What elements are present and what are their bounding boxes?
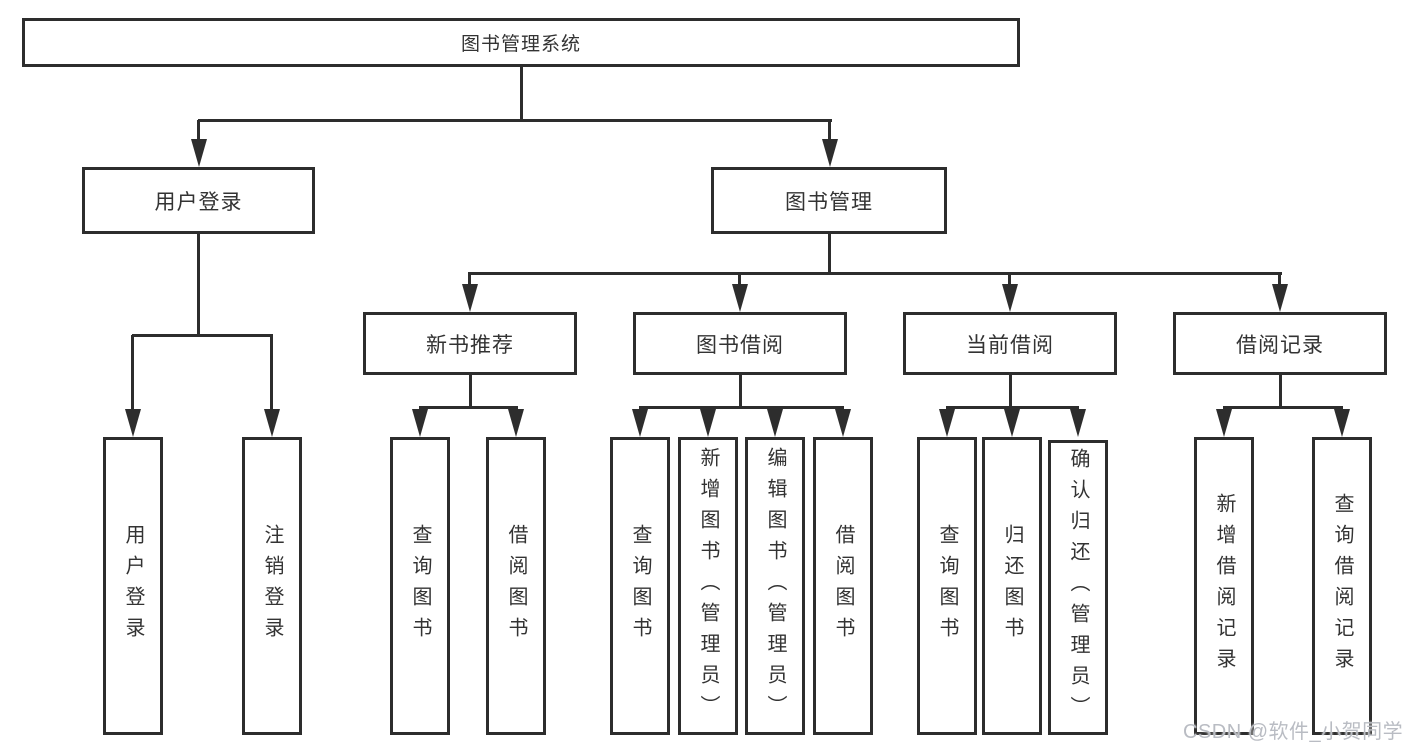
leaf-return-books: 归还图书 bbox=[982, 437, 1042, 735]
node-current-borrowing: 当前借阅 bbox=[903, 312, 1117, 375]
leaf-label: 查询图书 bbox=[936, 524, 958, 648]
leaf-label: 归还图书 bbox=[1001, 524, 1023, 648]
arrow-down-icon bbox=[412, 409, 428, 437]
arrow-down-icon bbox=[767, 409, 783, 437]
leaf-confirm-return-admin: 确认归还（管理员） bbox=[1048, 440, 1108, 735]
leaf-label: 新增借阅记录 bbox=[1213, 493, 1235, 679]
arrow-down-icon bbox=[1070, 409, 1086, 437]
leaf-label: 新增图书（管理员） bbox=[697, 446, 719, 726]
arrow-down-icon bbox=[508, 409, 524, 437]
connector-hline bbox=[1223, 406, 1343, 409]
leaf-edit-books-admin: 编辑图书（管理员） bbox=[745, 437, 805, 735]
node-borrowing-records: 借阅记录 bbox=[1173, 312, 1387, 375]
connector-stub bbox=[469, 374, 472, 408]
arrow-down-icon bbox=[700, 409, 716, 437]
arrow-down-icon bbox=[1272, 284, 1288, 312]
connector-user-login-hline bbox=[132, 334, 273, 337]
leaf-query-books-borrowing: 查询图书 bbox=[610, 437, 670, 735]
connector-shaft bbox=[468, 272, 471, 286]
leaf-label: 查询借阅记录 bbox=[1331, 493, 1353, 679]
leaf-label: 编辑图书（管理员） bbox=[764, 446, 786, 726]
connector-level1-hline bbox=[198, 119, 832, 122]
leaf-label: 用户登录 bbox=[122, 524, 144, 648]
leaf-add-borrow-record: 新增借阅记录 bbox=[1194, 437, 1254, 735]
connector-book-mgmt-shaft bbox=[828, 120, 831, 145]
leaf-logout: 注销登录 bbox=[242, 437, 302, 735]
node-book-management: 图书管理 bbox=[711, 167, 947, 234]
leaf-label: 借阅图书 bbox=[505, 524, 527, 648]
arrow-down-icon bbox=[1334, 409, 1350, 437]
arrow-down-icon bbox=[462, 284, 478, 312]
arrow-down-icon bbox=[632, 409, 648, 437]
leaf-query-books-recommend: 查询图书 bbox=[390, 437, 450, 735]
leaf-label: 借阅图书 bbox=[832, 524, 854, 648]
connector-shaft bbox=[1008, 272, 1011, 286]
connector-user-login-shaft bbox=[197, 120, 200, 145]
connector-user-login-stub bbox=[197, 233, 200, 337]
watermark-text: CSDN @软件_小贺同学 bbox=[1183, 721, 1404, 743]
connector-stub bbox=[1279, 374, 1282, 408]
arrow-down-icon bbox=[835, 409, 851, 437]
leaf-user-login: 用户登录 bbox=[103, 437, 163, 735]
leaf-query-books-current: 查询图书 bbox=[917, 437, 977, 735]
leaf-label: 查询图书 bbox=[409, 524, 431, 648]
connector-level2-hline bbox=[469, 272, 1282, 275]
arrow-down-icon bbox=[264, 409, 280, 437]
arrow-down-icon bbox=[1002, 284, 1018, 312]
connector-stub bbox=[739, 374, 742, 408]
leaf-label: 确认归还（管理员） bbox=[1067, 448, 1089, 727]
leaf-add-books-admin: 新增图书（管理员） bbox=[678, 437, 738, 735]
connector-hline bbox=[639, 406, 844, 409]
node-new-book-recommendation: 新书推荐 bbox=[363, 312, 577, 375]
node-user-login: 用户登录 bbox=[82, 167, 315, 234]
connector-stub bbox=[1009, 374, 1012, 408]
leaf-borrow-books-recommend: 借阅图书 bbox=[486, 437, 546, 735]
arrow-down-icon bbox=[822, 139, 838, 167]
connector-book-mgmt-stub bbox=[828, 233, 831, 275]
connector-leaf-shaft bbox=[270, 335, 273, 411]
node-book-borrowing: 图书借阅 bbox=[633, 312, 847, 375]
connector-shaft bbox=[1278, 272, 1281, 286]
connector-hline bbox=[419, 406, 517, 409]
connector-shaft bbox=[738, 272, 741, 286]
arrow-down-icon bbox=[939, 409, 955, 437]
arrow-down-icon bbox=[1004, 409, 1020, 437]
leaf-label: 注销登录 bbox=[261, 524, 283, 648]
leaf-query-borrow-record: 查询借阅记录 bbox=[1312, 437, 1372, 735]
arrow-down-icon bbox=[1216, 409, 1232, 437]
connector-leaf-shaft bbox=[131, 335, 134, 411]
node-library-system: 图书管理系统 bbox=[22, 18, 1020, 67]
leaf-borrow-books-borrowing: 借阅图书 bbox=[813, 437, 873, 735]
connector-hline bbox=[946, 406, 1079, 409]
connector-root-stub bbox=[520, 66, 523, 122]
arrow-down-icon bbox=[732, 284, 748, 312]
leaf-label: 查询图书 bbox=[629, 524, 651, 648]
arrow-down-icon bbox=[125, 409, 141, 437]
arrow-down-icon bbox=[191, 139, 207, 167]
